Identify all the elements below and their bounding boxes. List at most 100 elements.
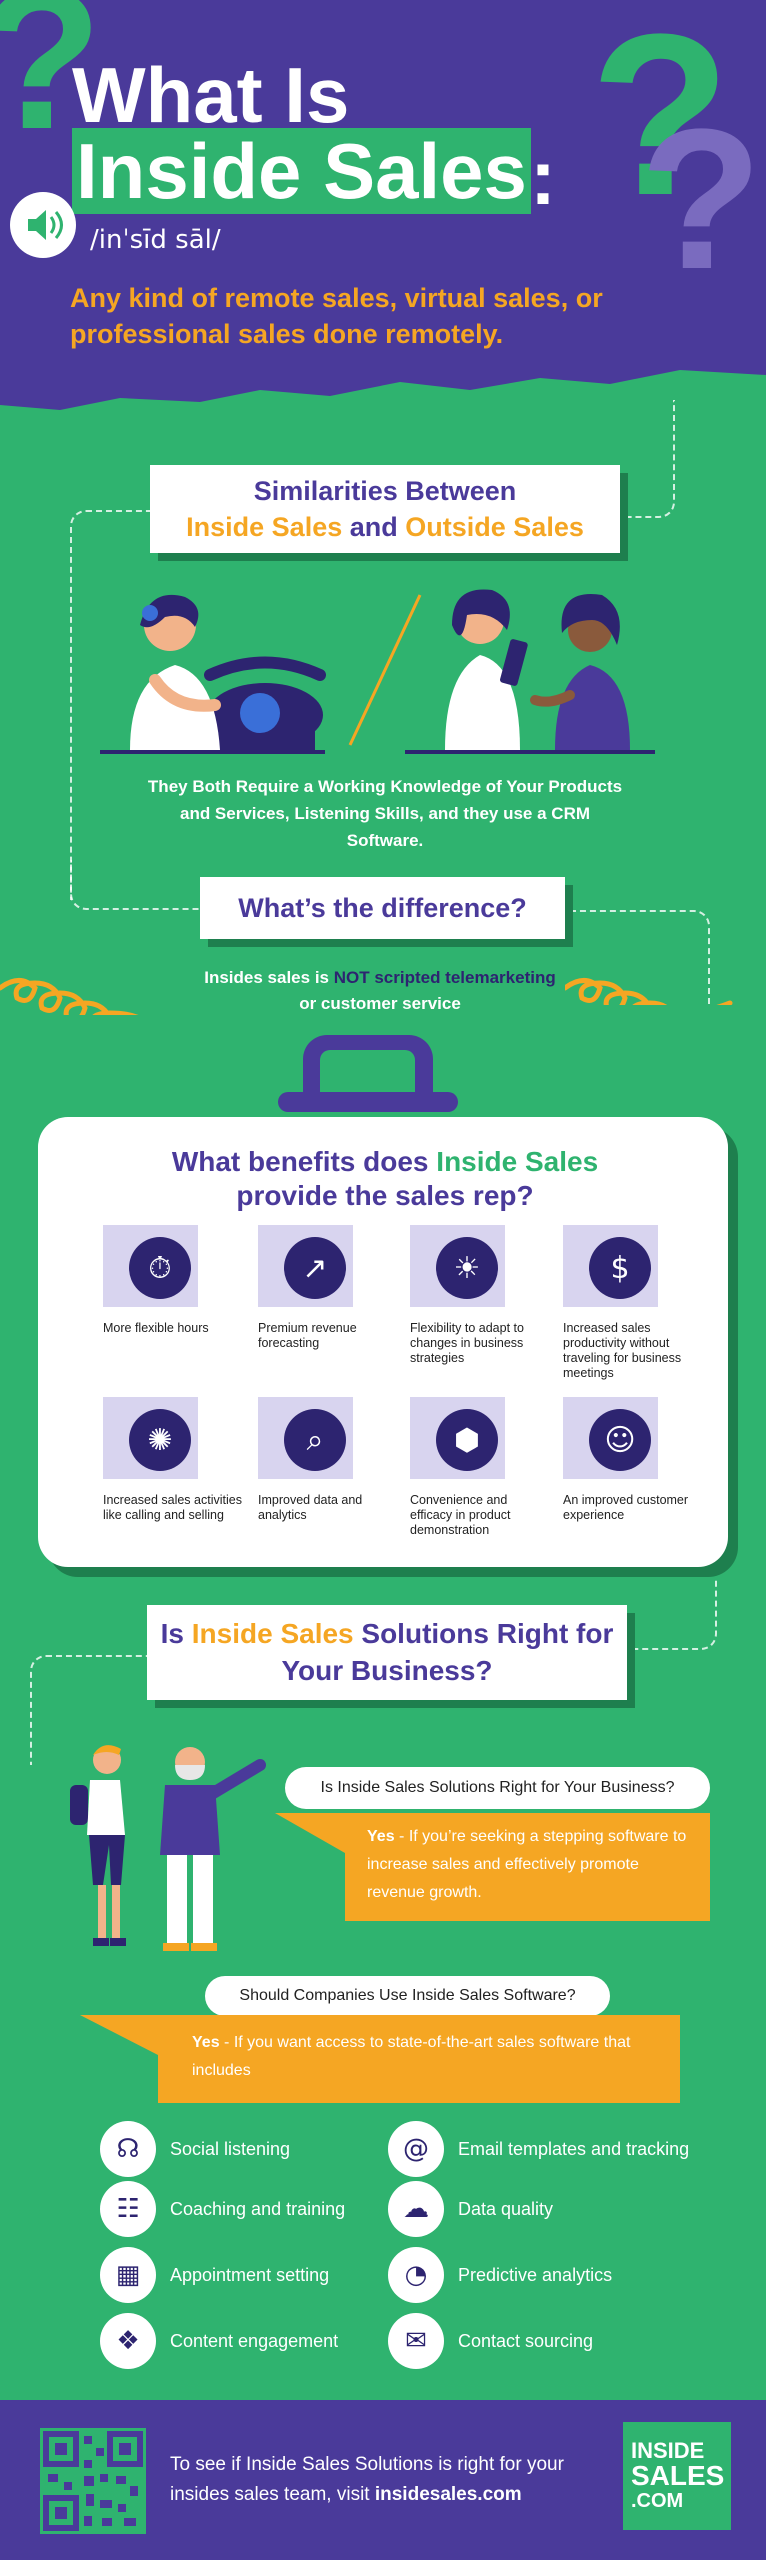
footer: To see if Inside Sales Solutions is righ… bbox=[0, 2400, 766, 2560]
cloud-data-icon: ☁ bbox=[388, 2181, 444, 2237]
footer-cta-text: To see if Inside Sales Solutions is righ… bbox=[170, 2450, 610, 2510]
analytics-person-icon: ◔ bbox=[388, 2247, 444, 2303]
dashed-connector bbox=[70, 510, 150, 900]
similarities-title-and: and bbox=[349, 512, 398, 542]
people-pointing-illustration bbox=[70, 1745, 266, 1951]
badge-gear-icon: ✺ bbox=[129, 1409, 191, 1471]
answer-yes: Yes bbox=[367, 1828, 395, 1845]
feature-label: Data quality bbox=[458, 2198, 554, 2219]
envelope-icon: ✉ bbox=[388, 2313, 444, 2369]
money-hand-icon: $ bbox=[589, 1237, 651, 1299]
engagement-icon: ❖ bbox=[100, 2313, 156, 2369]
footer-text: To see if Inside Sales Solutions is righ… bbox=[170, 2454, 564, 2505]
benefit-item: ⬢ Convenience and efficacy in product de… bbox=[410, 1397, 550, 1538]
feature-label: Coaching and training bbox=[170, 2198, 346, 2219]
dashed-connector bbox=[620, 400, 675, 518]
squiggle-decoration-left bbox=[0, 978, 139, 1015]
benefit-label: Premium revenue forecasting bbox=[258, 1321, 357, 1350]
phonetic-pronunciation: /inˈsīd sāl/ bbox=[90, 225, 221, 255]
ear-icon: ☊ bbox=[100, 2121, 156, 2177]
question-bubble: Is Inside Sales Solutions Right for Your… bbox=[285, 1767, 710, 1809]
dashed-connector bbox=[70, 860, 200, 910]
answer-bubble: Yes - If you want access to state-of-the… bbox=[158, 2015, 680, 2103]
briefcase-handle-slot bbox=[320, 1050, 415, 1100]
answer-text: - If you’re seeking a stepping software … bbox=[367, 1828, 687, 1901]
benefit-item: ☺ An improved customer experience bbox=[563, 1397, 703, 1523]
benefit-label: More flexible hours bbox=[103, 1321, 209, 1335]
benefit-item: $ Increased sales productivity without t… bbox=[563, 1225, 703, 1381]
wave-divider bbox=[0, 370, 766, 430]
email-at-icon: @ bbox=[388, 2121, 444, 2177]
dashed-connector bbox=[560, 910, 710, 1005]
inside-vs-outside-illustration bbox=[100, 589, 655, 754]
feature-item: ▦ Appointment setting bbox=[100, 2246, 329, 2304]
similarities-title: Similarities Between Inside Sales and Ou… bbox=[150, 465, 620, 553]
feature-label: Predictive analytics bbox=[458, 2264, 613, 2285]
logo-line2: SALES bbox=[631, 2460, 725, 2491]
difference-description: Insides sales is NOT scripted telemarket… bbox=[150, 965, 610, 1017]
insidesales-logo: INSIDE SALES .COM bbox=[623, 2422, 731, 2530]
question-mark-decoration: ? bbox=[590, 0, 731, 243]
answer-yes: Yes bbox=[192, 2034, 220, 2051]
benefit-item: ✺ Increased sales activities like callin… bbox=[103, 1397, 243, 1523]
faces-icon: ☺ bbox=[589, 1409, 651, 1471]
divider-slash bbox=[348, 594, 422, 746]
phone-rep-illustration bbox=[100, 594, 326, 754]
benefit-label: Increased sales productivity without tra… bbox=[563, 1321, 682, 1380]
not-telemarketing-highlight: NOT scripted telemarketing bbox=[333, 968, 556, 987]
logo-line1: INSIDE bbox=[631, 2438, 705, 2463]
logo-line3: .COM bbox=[631, 2490, 684, 2512]
difference-text-start: Insides sales is bbox=[204, 968, 334, 987]
benefit-label: Increased sales activities like calling … bbox=[103, 1493, 242, 1522]
inside-sales-highlight: Inside Sales bbox=[186, 512, 343, 542]
box-hands-icon: ⬢ bbox=[436, 1409, 498, 1471]
revenue-arrow-icon: ↗ bbox=[284, 1237, 346, 1299]
feature-item: @ Email templates and tracking bbox=[388, 2120, 689, 2178]
feature-label: Social listening bbox=[170, 2138, 291, 2159]
answer-bubble: Yes - If you’re seeking a stepping softw… bbox=[345, 1813, 710, 1921]
brain-idea-icon: ☀ bbox=[436, 1237, 498, 1299]
dashed-connector bbox=[627, 1580, 717, 1650]
benefits-title-text: What benefits does bbox=[171, 1146, 429, 1177]
benefit-item: ⌕ Improved data and analytics bbox=[258, 1397, 398, 1523]
stopwatch-icon: ⏱ bbox=[129, 1237, 191, 1299]
difference-text-end: or customer service bbox=[299, 994, 461, 1013]
outside-sales-highlight: Outside Sales bbox=[405, 512, 584, 542]
business-title-text: Is bbox=[160, 1618, 184, 1649]
benefit-item: ⏱ More flexible hours bbox=[103, 1225, 243, 1336]
magnifier-chart-icon: ⌕ bbox=[284, 1409, 346, 1471]
insidesales-link[interactable]: insidesales.com bbox=[374, 2484, 522, 2505]
hero-header: ? ? ? What Is Inside Sales : /inˈsīd sāl… bbox=[0, 0, 766, 430]
benefits-title: What benefits does Inside Sales provide … bbox=[80, 1145, 690, 1213]
feature-label: Contact sourcing bbox=[458, 2330, 594, 2351]
benefit-label: Improved data and analytics bbox=[258, 1493, 363, 1522]
briefcase-handle-bar bbox=[278, 1092, 458, 1112]
page-title-line2: Inside Sales bbox=[76, 127, 527, 215]
benefits-title-highlight: Inside Sales bbox=[436, 1146, 599, 1177]
answer-bubble-tail bbox=[275, 1813, 345, 1853]
benefits-title-text-2: provide the sales rep? bbox=[236, 1180, 534, 1211]
similarities-description: They Both Require a Working Knowledge of… bbox=[147, 777, 623, 850]
speaker-icon[interactable] bbox=[10, 192, 76, 258]
benefit-label: Convenience and efficacy in product demo… bbox=[410, 1493, 511, 1537]
qr-code-icon[interactable] bbox=[40, 2428, 146, 2534]
presentation-icon: ☷ bbox=[100, 2181, 156, 2237]
feature-label: Email templates and tracking bbox=[458, 2138, 690, 2159]
outside-sales-illustration bbox=[405, 589, 655, 754]
dashed-connector bbox=[30, 1655, 150, 1765]
similarities-title-text: Similarities Between bbox=[253, 476, 517, 506]
answer-text: - If you want access to state-of-the-art… bbox=[192, 2034, 631, 2079]
difference-title: What’s the difference? bbox=[200, 877, 565, 939]
squiggle-decoration-right bbox=[565, 978, 733, 1005]
calendar-icon: ▦ bbox=[100, 2247, 156, 2303]
page-title-colon: : bbox=[530, 133, 556, 221]
feature-label: Content engagement bbox=[170, 2330, 339, 2351]
benefit-label: An improved customer experience bbox=[563, 1493, 689, 1522]
page-title-highlight: Inside Sales bbox=[72, 128, 531, 214]
business-title-highlight: Inside Sales bbox=[191, 1618, 354, 1649]
benefits-card bbox=[38, 1117, 728, 1567]
feature-item: ☁ Data quality bbox=[388, 2180, 553, 2238]
feature-label: Appointment setting bbox=[170, 2264, 330, 2285]
page-title-line1: What Is bbox=[72, 51, 350, 139]
feature-item: ☊ Social listening bbox=[100, 2120, 290, 2178]
